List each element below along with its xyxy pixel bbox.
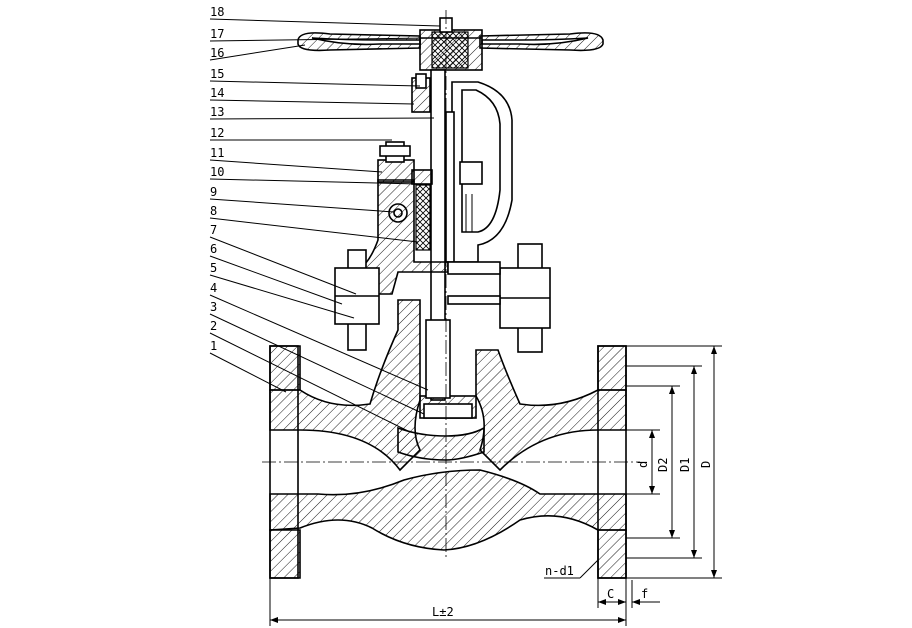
callout-3: 3 [210, 300, 217, 314]
handwheel [297, 17, 604, 71]
dim-length: L±2 [432, 605, 454, 619]
callout-4: 4 [210, 281, 217, 295]
callout-11: 11 [210, 146, 224, 160]
dim-D: D [699, 461, 713, 468]
callout-10: 10 [210, 165, 224, 179]
callout-7: 7 [210, 223, 217, 237]
callout-15: 15 [210, 67, 224, 81]
callout-17: 17 [210, 27, 224, 41]
callout-1: 1 [210, 339, 217, 353]
callout-13: 13 [210, 105, 224, 119]
callout-14: 14 [210, 86, 224, 100]
dim-d: d [636, 461, 650, 468]
gland-flange [377, 159, 415, 183]
dim-C: C [607, 587, 614, 601]
yoke-nut [459, 161, 483, 185]
dim-D2: D2 [656, 458, 670, 472]
dimensions: d D2 D1 D n-d1 C f [269, 345, 722, 626]
stem-and-yoke [334, 69, 551, 419]
dim-holes: n-d1 [545, 564, 574, 578]
callouts: 18 17 16 15 14 13 12 11 10 9 8 7 6 5 4 3… [209, 5, 441, 433]
dim-f: f [641, 587, 648, 601]
callout-18: 18 [210, 5, 224, 19]
callout-2: 2 [210, 319, 217, 333]
callout-6: 6 [210, 242, 217, 256]
packing [415, 184, 431, 251]
callout-8: 8 [210, 204, 217, 218]
callout-16: 16 [210, 46, 224, 60]
callout-9: 9 [210, 185, 217, 199]
callout-5: 5 [210, 261, 217, 275]
callout-12: 12 [210, 126, 224, 140]
center-lines [262, 10, 640, 558]
dim-D1: D1 [678, 458, 692, 472]
